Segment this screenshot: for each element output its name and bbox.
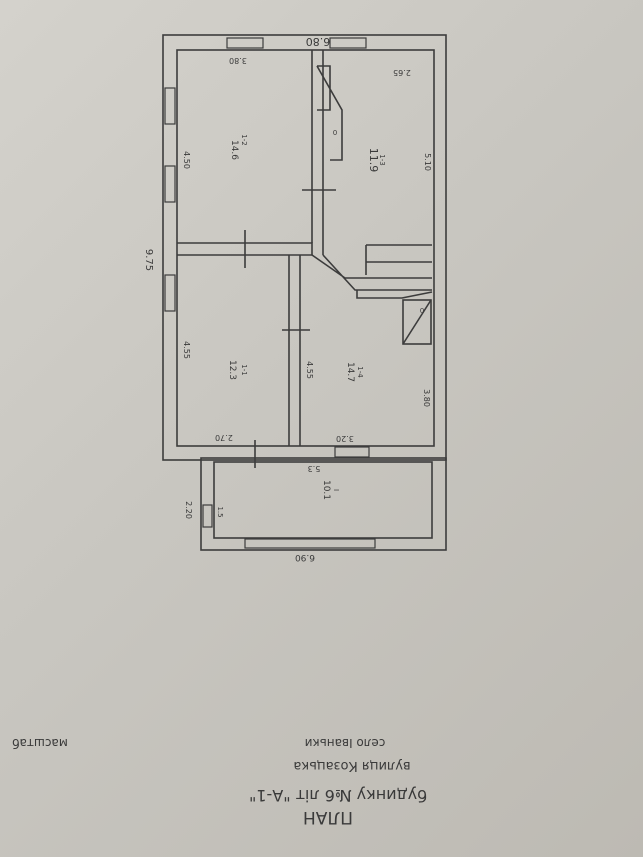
room-1-2-dim-b: 4.50 — [182, 151, 191, 169]
dim-top-width: 6.80 — [306, 35, 331, 48]
room-1-4-id: 1-4 — [356, 366, 364, 378]
window-left-1 — [164, 87, 176, 125]
room-1-3-area: 11.9 — [367, 148, 380, 173]
room-1-2-dim-a: 3.80 — [229, 56, 247, 65]
wall-1-1-right — [288, 255, 301, 446]
wall-stove-diag — [311, 254, 432, 291]
outer-wall-outer — [162, 34, 447, 461]
room-1-1-dim-b: 4.55 — [182, 341, 191, 359]
room-1-4-area: 14.7 — [345, 362, 355, 382]
outer-wall-inner — [176, 49, 435, 447]
title-street: вулиця Козацька — [293, 758, 410, 773]
room-1-1-id: 1-1 — [240, 364, 248, 375]
stairs — [356, 244, 433, 299]
room-1-1-area: 12.3 — [227, 360, 237, 380]
room-1-4-dim-c: 3.80 — [422, 389, 431, 407]
stove-mark-1: 0 — [333, 128, 337, 136]
room-1-2-area: 14.6 — [229, 140, 239, 160]
stove-diag — [402, 299, 432, 345]
room-1-2-id: 1-2 — [240, 134, 248, 145]
room-I-id: I — [332, 489, 340, 491]
room-I-dim-b: 1.5 — [216, 506, 224, 517]
room-I-area: 10.1 — [321, 480, 331, 500]
dim-left-height: 9.75 — [143, 249, 154, 271]
wall-1-2-right — [311, 50, 324, 255]
room-I-dim-a: 5.3 — [308, 464, 321, 473]
window-porch-side — [202, 504, 213, 528]
room-1-4-dim-b: 4.55 — [305, 361, 314, 379]
window-top-right — [329, 37, 367, 49]
window-porch — [244, 538, 376, 549]
room-1-3-dim-b: 5.10 — [423, 153, 432, 171]
room-1-3-dim-a: 2.65 — [393, 68, 411, 77]
stove-mark-2: 0 — [420, 306, 424, 314]
door-ticks — [244, 189, 336, 468]
porch-wall-inner — [213, 461, 433, 539]
window-left-2 — [164, 165, 176, 203]
room-1-3-id: 1-3 — [378, 154, 386, 165]
window-top — [226, 37, 264, 49]
title-subtitle: будинку №6 літ "А-1" — [249, 786, 427, 805]
title-village: село Іваньки — [305, 736, 386, 750]
stove-upper — [316, 65, 343, 161]
title-heading: ПЛАН — [303, 807, 353, 827]
dim-porch-entry: 2.20 — [184, 501, 193, 519]
scale-label: масштаб — [12, 736, 68, 750]
window-left-3 — [164, 274, 176, 312]
window-bottom — [334, 446, 370, 458]
room-1-1-dim-a: 2.70 — [215, 433, 233, 442]
porch-wall-outer — [200, 457, 447, 551]
stove-box — [402, 299, 432, 345]
room-1-4-dim-a: 3.20 — [336, 434, 354, 443]
dim-porch-width: 6.90 — [295, 552, 315, 562]
